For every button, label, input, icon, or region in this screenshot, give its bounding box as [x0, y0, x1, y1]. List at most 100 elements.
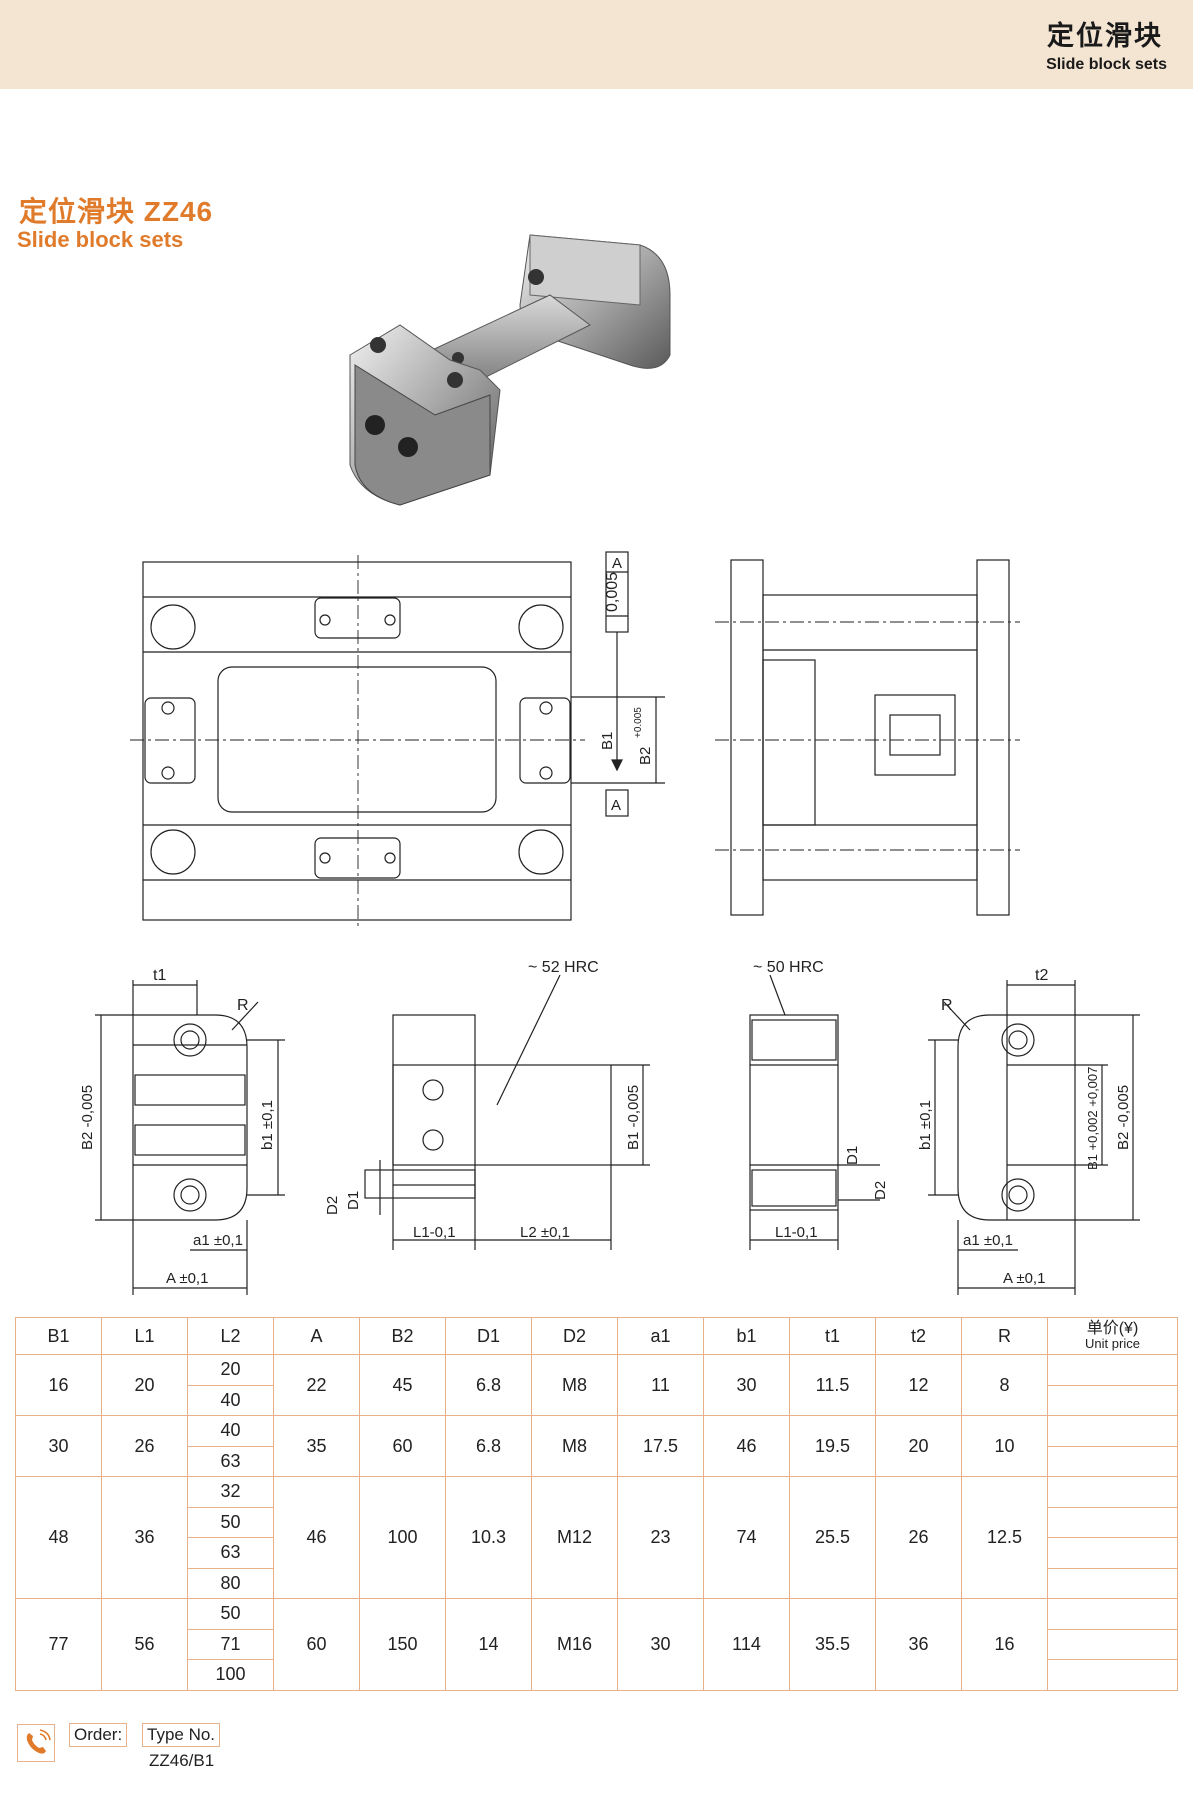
cell-A: 22 — [273, 1354, 360, 1416]
table-header-row: B1 L1 L2 A B2 D1 D2 a1 b1 t1 t2 R 单价(¥) … — [15, 1317, 1178, 1355]
col-header: t2 — [875, 1317, 962, 1355]
detail-view-slider — [364, 974, 650, 1250]
order-section: Order: Type No. ZZ46/B1 — [15, 1716, 415, 1786]
col-header: A — [273, 1317, 360, 1355]
dim-A-left: A ±0,1 — [166, 1270, 208, 1287]
dim-B2-tol: +0.005 — [633, 707, 644, 738]
cell-unit-price — [1047, 1415, 1178, 1447]
dim-B1-tol: B1 +0,002 +0,007 — [1085, 1067, 1100, 1170]
cell-L2: 63 — [187, 1537, 274, 1569]
cell-L2: 20 — [187, 1354, 274, 1386]
cell-D2: M8 — [531, 1354, 618, 1416]
spec-table: B1 L1 L2 A B2 D1 D2 a1 b1 t1 t2 R 单价(¥) … — [15, 1317, 1178, 1691]
cell-a1: 23 — [617, 1476, 704, 1599]
cell-A: 60 — [273, 1598, 360, 1691]
cell-B2: 45 — [359, 1354, 446, 1416]
dim-L1-left: L1-0,1 — [413, 1224, 456, 1241]
cell-L2: 50 — [187, 1598, 274, 1630]
dim-R-right: R — [941, 997, 953, 1014]
dim-a1-left: a1 ±0,1 — [193, 1232, 243, 1249]
cell-b1: 114 — [703, 1598, 790, 1691]
col-header: B1 — [15, 1317, 102, 1355]
dim-D2-left: D2 — [324, 1196, 341, 1215]
cell-unit-price — [1047, 1506, 1178, 1538]
cell-unit-price — [1047, 1598, 1178, 1630]
table-row: 80 — [16, 1567, 1178, 1599]
cell-t1: 35.5 — [789, 1598, 876, 1691]
dim-t2: t2 — [1035, 967, 1048, 984]
table-row: 63 — [16, 1537, 1178, 1569]
cell-B2: 150 — [359, 1598, 446, 1691]
col-header: L2 — [187, 1317, 274, 1355]
dim-t1: t1 — [153, 967, 166, 984]
cell-unit-price — [1047, 1445, 1178, 1477]
cell-R: 10 — [961, 1415, 1048, 1477]
hrc-left: ~ 52 HRC — [528, 959, 599, 976]
page-header: 定位滑块 Slide block sets — [0, 0, 1193, 89]
cell-unit-price — [1047, 1567, 1178, 1599]
dim-B2-neg-right: B2 -0,005 — [1115, 1085, 1132, 1150]
cell-D1: 6.8 — [445, 1354, 532, 1416]
dim-B2-neg-left: B2 -0,005 — [79, 1085, 96, 1150]
cell-L1: 20 — [101, 1354, 188, 1416]
cell-D1: 10.3 — [445, 1476, 532, 1599]
cell-D1: 6.8 — [445, 1415, 532, 1477]
cell-unit-price — [1047, 1628, 1178, 1660]
datum-top: A — [612, 555, 622, 572]
dim-R-left: R — [237, 997, 249, 1014]
dim-D1-right: D1 — [844, 1146, 861, 1165]
cell-D1: 14 — [445, 1598, 532, 1691]
product-photo — [349, 234, 671, 506]
cell-R: 8 — [961, 1354, 1048, 1416]
dim-B2-label: B2 — [637, 747, 654, 765]
col-header-unit-price: 单价(¥) Unit price — [1047, 1317, 1178, 1355]
cell-R: 16 — [961, 1598, 1048, 1691]
cell-L1: 36 — [101, 1476, 188, 1599]
cell-R: 12.5 — [961, 1476, 1048, 1599]
unit-price-cn: 单价(¥) — [1086, 1320, 1139, 1337]
dim-B1-label: B1 — [599, 732, 616, 750]
cell-unit-price — [1047, 1659, 1178, 1691]
cell-L2: 40 — [187, 1384, 274, 1416]
dim-B1-neg: B1 -0,005 — [625, 1085, 642, 1150]
cell-A: 46 — [273, 1476, 360, 1599]
product-title-en: Slide block sets — [17, 227, 184, 252]
dim-b1-left: b1 ±0,1 — [259, 1100, 276, 1150]
dim-L1-right: L1-0,1 — [775, 1224, 818, 1241]
dim-L2: L2 ±0,1 — [520, 1224, 570, 1241]
unit-price-en: Unit price — [1085, 1336, 1140, 1351]
dim-a1-right: a1 ±0,1 — [963, 1232, 1013, 1249]
cell-B1: 77 — [15, 1598, 102, 1691]
cell-a1: 17.5 — [617, 1415, 704, 1477]
detail-view-right-end — [928, 980, 1140, 1295]
cell-t1: 25.5 — [789, 1476, 876, 1599]
col-header: b1 — [703, 1317, 790, 1355]
cell-D2: M8 — [531, 1415, 618, 1477]
cell-t1: 19.5 — [789, 1415, 876, 1477]
cell-L2: 40 — [187, 1415, 274, 1447]
cell-A: 35 — [273, 1415, 360, 1477]
cell-L2: 63 — [187, 1445, 274, 1477]
cell-L2: 80 — [187, 1567, 274, 1599]
col-header: R — [961, 1317, 1048, 1355]
cell-t2: 36 — [875, 1598, 962, 1691]
order-label: Order: — [69, 1723, 128, 1747]
cell-t2: 26 — [875, 1476, 962, 1599]
cell-t1: 11.5 — [789, 1354, 876, 1416]
cell-L2: 50 — [187, 1506, 274, 1538]
cell-b1: 30 — [703, 1354, 790, 1416]
cell-L2: 100 — [187, 1659, 274, 1691]
cell-B1: 30 — [15, 1415, 102, 1477]
product-title-cn: 定位滑块 ZZ46 — [19, 196, 214, 227]
cell-unit-price — [1047, 1384, 1178, 1416]
cell-B1: 16 — [15, 1354, 102, 1416]
col-header: a1 — [617, 1317, 704, 1355]
type-no-value: ZZ46/B1 — [149, 1751, 215, 1770]
table-row: 50 — [16, 1506, 1178, 1538]
cell-B1: 48 — [15, 1476, 102, 1599]
cell-a1: 11 — [617, 1354, 704, 1416]
